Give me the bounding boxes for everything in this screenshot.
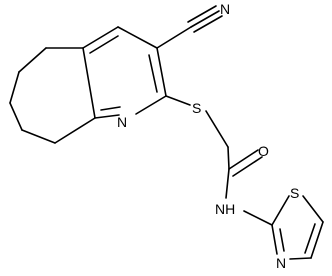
bond (156, 26, 192, 49)
bond (165, 95, 191, 106)
bond (227, 146, 230, 170)
bond (271, 224, 278, 255)
bond (100, 106, 121, 111)
nitrile-nitrogen-label: N (220, 1, 230, 17)
bond (243, 210, 273, 226)
bond (289, 257, 312, 260)
thioether-linker (165, 95, 230, 170)
bond (9, 71, 20, 104)
cycloheptane-ring (9, 47, 96, 144)
pyridine-nitrogen-label: N (117, 114, 127, 130)
bond (232, 156, 263, 177)
bond (193, 15, 223, 33)
bond (187, 5, 217, 23)
bond (117, 26, 158, 49)
bond (94, 114, 120, 119)
bond (135, 95, 167, 115)
bond (82, 26, 119, 49)
bond (148, 54, 158, 93)
bond (190, 10, 220, 28)
bond (82, 47, 96, 119)
bond (304, 223, 316, 254)
amide-nh-label: NH (215, 201, 235, 217)
bond (310, 221, 324, 259)
thiazole-nitrogen-label: N (276, 255, 286, 271)
bond (302, 195, 324, 223)
bond (54, 117, 96, 144)
carbonyl-oxygen-label: O (258, 143, 269, 159)
bond (279, 228, 285, 252)
bond (21, 129, 56, 144)
thiazole-sulfur-label: S (290, 185, 299, 201)
bond (89, 35, 119, 54)
bond (205, 110, 229, 148)
bond (156, 47, 167, 97)
thioether-sulfur-label: S (192, 100, 201, 116)
bond (18, 47, 47, 73)
bond (9, 102, 23, 131)
pyridine-ring (82, 26, 167, 119)
bond (271, 195, 290, 226)
carbonyl-group (228, 149, 263, 177)
bond (228, 149, 259, 170)
nitrile-group (156, 5, 223, 49)
bond (225, 168, 230, 199)
thiazole-ring (271, 195, 324, 260)
